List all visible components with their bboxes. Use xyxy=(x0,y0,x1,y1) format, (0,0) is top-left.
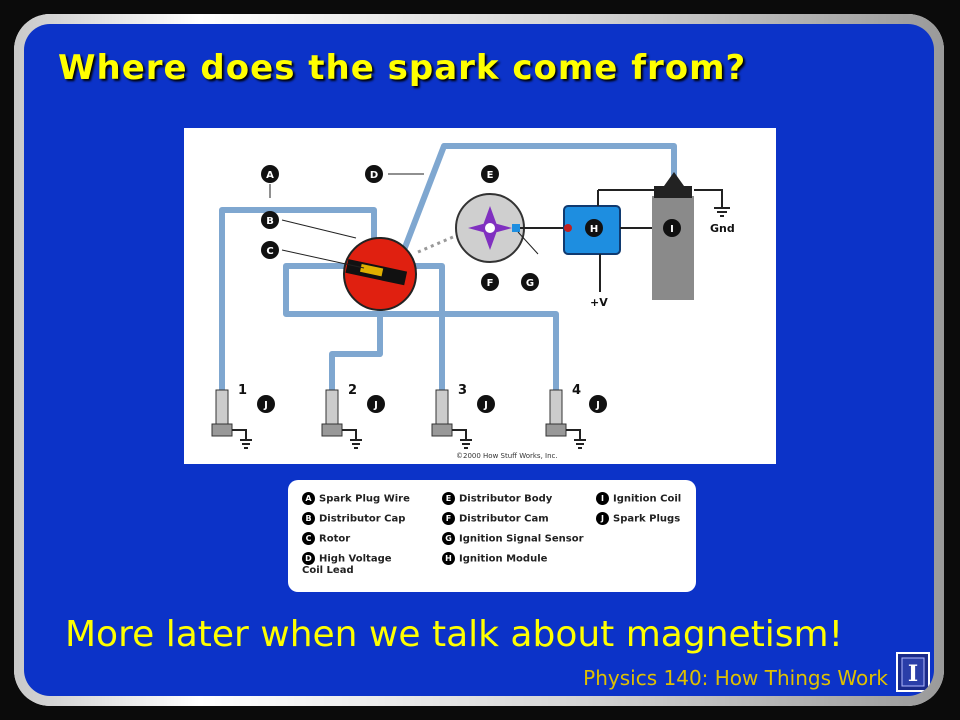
spark-plug-3 xyxy=(431,389,453,437)
callout-i: I xyxy=(663,219,681,237)
logo-icon: I xyxy=(901,657,925,687)
svg-text:G: G xyxy=(526,278,534,289)
svg-text:J: J xyxy=(483,400,488,411)
ignition-coil xyxy=(652,172,694,300)
ground-symbol xyxy=(714,207,730,217)
callout-f: F xyxy=(481,273,499,291)
plug-badge-1: J xyxy=(257,395,275,413)
callout-a: A xyxy=(261,165,279,183)
svg-text:I: I xyxy=(908,661,918,687)
callout-c: C xyxy=(261,241,279,259)
copyright: ©2000 How Stuff Works, Inc. xyxy=(456,452,558,460)
ground-wire xyxy=(694,189,723,208)
plug-number-2: 2 xyxy=(348,383,357,398)
spark-plug-1 xyxy=(211,389,233,437)
svg-text:J: J xyxy=(595,400,600,411)
module-wire xyxy=(597,189,654,229)
svg-text:D: D xyxy=(370,170,378,181)
svg-text:F: F xyxy=(487,278,494,289)
distributor-body xyxy=(455,193,525,263)
callout-b: B xyxy=(261,211,279,229)
university-logo: I xyxy=(896,652,930,692)
callout-leaders xyxy=(269,173,539,269)
plug-badge-2: J xyxy=(367,395,385,413)
svg-text:H: H xyxy=(590,224,598,235)
footer-text: More later when we talk about magnetism! xyxy=(65,614,844,655)
plug-grounds xyxy=(232,429,586,449)
plug-badge-3: J xyxy=(477,395,495,413)
ignition-diagram-svg: A B C D E F G H I 1 2 3 4 J J J J +V Gnd… xyxy=(211,143,735,460)
slide: Where does the spark come from? xyxy=(24,24,934,696)
svg-text:J: J xyxy=(263,400,268,411)
callout-h: H xyxy=(585,219,603,237)
spark-plug-2 xyxy=(321,389,343,437)
voltage-label: +V xyxy=(590,296,608,309)
svg-text:A: A xyxy=(266,170,274,181)
ignition-diagram: A B C D E F G H I 1 2 3 4 J J J J +V Gnd… xyxy=(184,128,776,464)
plug-number-3: 3 xyxy=(458,383,467,398)
callout-e: E xyxy=(481,165,499,183)
svg-text:I: I xyxy=(670,224,674,235)
svg-text:B: B xyxy=(266,216,274,227)
plug-badge-4: J xyxy=(589,395,607,413)
svg-text:J: J xyxy=(373,400,378,411)
svg-text:E: E xyxy=(487,170,494,181)
slide-title: Where does the spark come from? xyxy=(58,48,747,88)
callout-d: D xyxy=(365,165,383,183)
spark-plug-wires xyxy=(219,143,677,390)
callout-g: G xyxy=(521,273,539,291)
course-label: Physics 140: How Things Work xyxy=(583,666,888,690)
plug-number-4: 4 xyxy=(572,383,581,398)
ground-label: Gnd xyxy=(710,222,735,235)
plug-number-1: 1 xyxy=(238,383,247,398)
svg-text:C: C xyxy=(266,246,273,257)
spark-plug-4 xyxy=(545,389,567,437)
distributor-shaft xyxy=(417,232,461,254)
distributor-cap xyxy=(343,237,417,311)
